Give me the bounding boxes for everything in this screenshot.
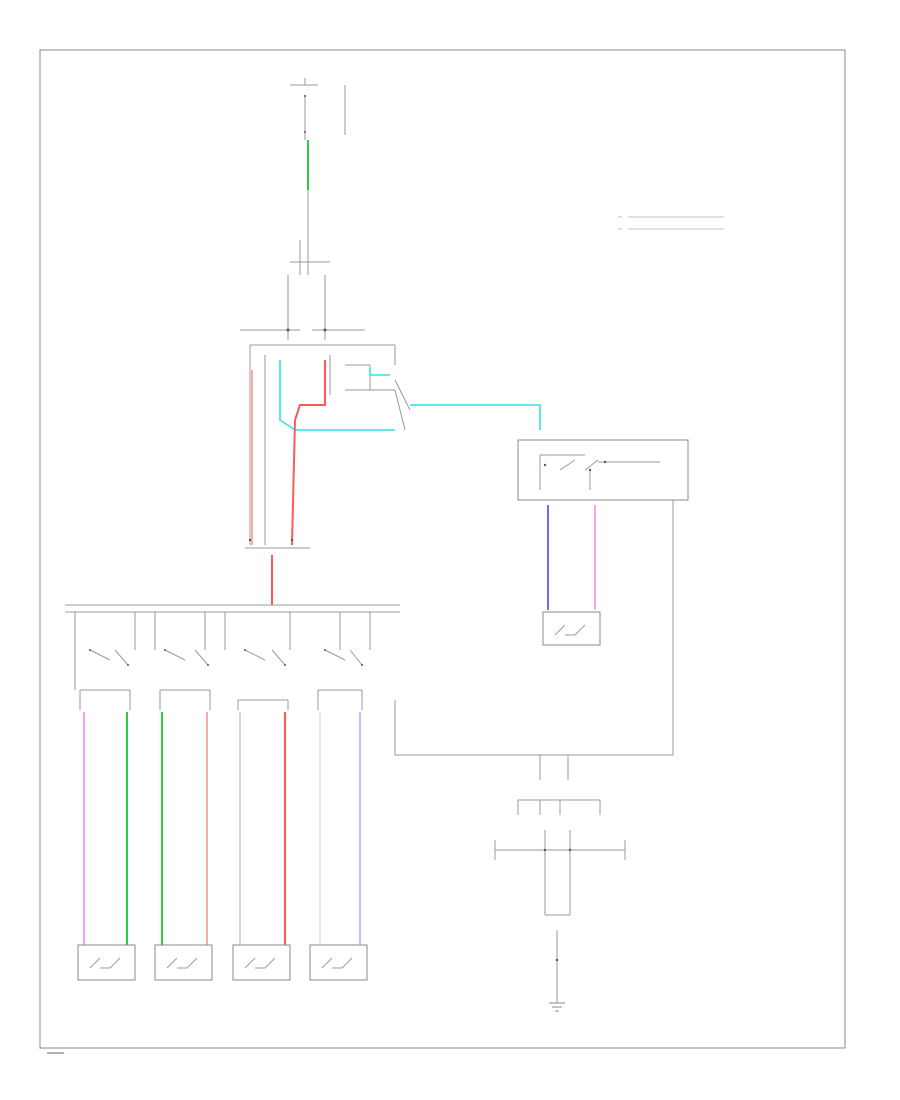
junction-connector-lower xyxy=(494,799,626,990)
junction-connector-upper xyxy=(240,261,365,340)
actuator-2 xyxy=(154,944,213,981)
switch-contacts xyxy=(89,649,363,666)
right-switch-box xyxy=(517,439,689,501)
actuator-4 xyxy=(309,944,368,981)
legend xyxy=(618,216,724,230)
ground-icon xyxy=(549,990,565,1012)
right-actuator-wires xyxy=(547,505,596,610)
actuator-wires xyxy=(83,700,396,945)
switch-bus xyxy=(65,604,400,690)
actuator-3 xyxy=(232,944,291,981)
diagram-frame xyxy=(39,49,846,1049)
switch-sub-boxes xyxy=(79,689,363,710)
right-actuator xyxy=(542,611,601,646)
connector-housing xyxy=(249,344,411,545)
red-wires-upper xyxy=(251,360,326,546)
actuator-1 xyxy=(77,944,136,981)
fuse-block-top xyxy=(290,78,346,275)
ground-run xyxy=(395,500,674,780)
cyan-wires xyxy=(279,360,541,431)
